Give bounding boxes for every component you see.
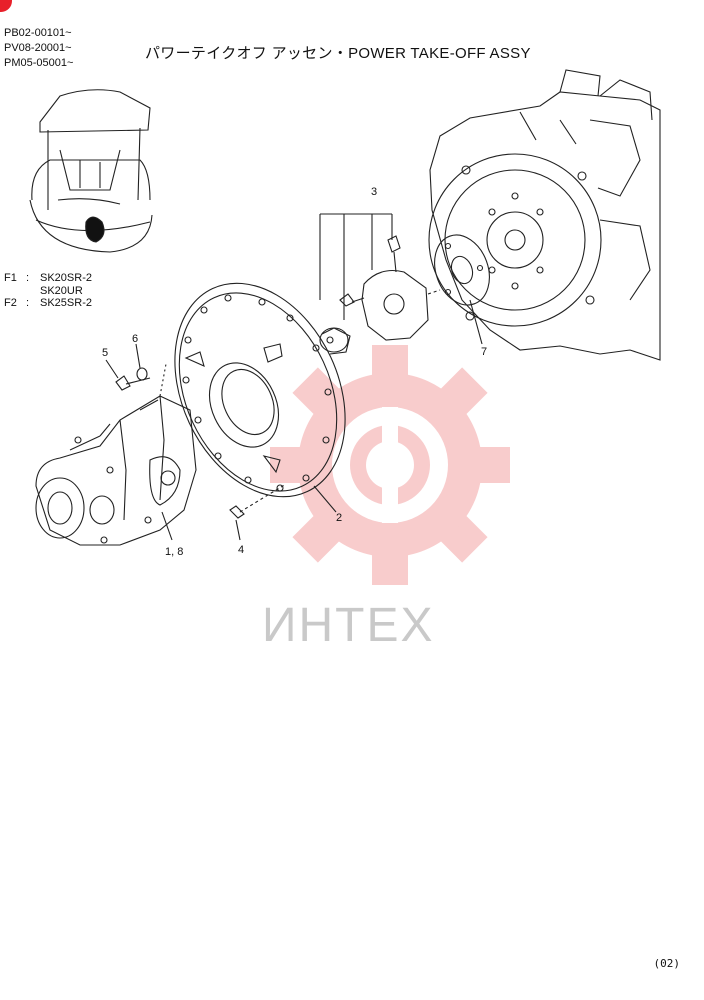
callout-6: 6 [132,333,139,345]
serial-number: PB02-00101~ [4,27,72,39]
model-row: F1 : SK20SR-2 [4,272,92,285]
leader-line-1-8 [161,511,173,541]
leader-line-4 [235,519,241,541]
flange-plate [174,282,346,498]
hydraulic-pump [35,363,197,546]
model-name: SK20SR-2 [40,272,92,284]
model-row: SK20UR [4,285,92,298]
washer-6 [136,367,148,381]
leader-line-6 [135,343,141,369]
callout-7: 7 [481,346,488,358]
line-art [29,69,661,546]
model-separator: : [26,272,30,284]
bolt-5 [115,375,151,391]
callout-5: 5 [102,347,109,359]
leader-line-2 [313,485,337,513]
engine-flywheel-housing [428,69,661,361]
excavator-thumbnail [29,89,153,253]
page-number: (02) [653,957,681,970]
model-applicability-list: F1 : SK20SR-2 SK20UR F2 : SK25SR-2 [4,272,92,310]
model-separator: : [26,297,30,309]
leader-line-5 [105,359,119,379]
serial-number: PV08-20001~ [4,42,72,54]
callout-4: 4 [238,544,245,556]
model-name: SK20UR [40,284,83,297]
watermark-gear [270,345,510,585]
page-title: パワーテイクオフ アッセン・POWER TAKE-OFF ASSY [145,45,531,62]
callout-2: 2 [336,512,343,524]
callout-1-8: 1, 8 [165,546,184,558]
callout-3: 3 [371,186,378,198]
watermark-text: ИНТЕХ [262,599,435,652]
serial-number-list: PB02-00101~ PV08-20001~ PM05-05001~ [4,26,73,71]
model-code: F1 [4,272,17,284]
model-row: F2 : SK25SR-2 [4,297,92,310]
model-name: SK25SR-2 [40,297,92,309]
model-code: F2 [4,297,17,309]
coupling-assembly [319,213,441,355]
serial-number: PM05-05001~ [4,57,74,69]
bolt-4 [229,483,287,519]
